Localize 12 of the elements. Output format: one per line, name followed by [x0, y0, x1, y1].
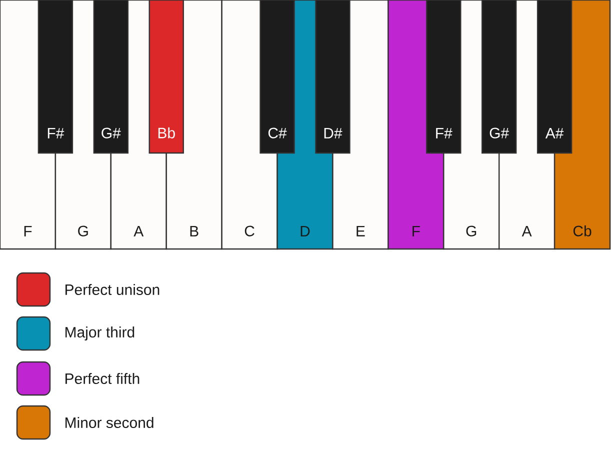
piano-key: F# — [426, 0, 462, 154]
piano-key: C# — [260, 0, 295, 154]
piano-key: G# — [482, 0, 517, 154]
piano-key: A# — [536, 0, 572, 154]
piano-key: G# — [93, 0, 128, 154]
legend-label: Major third — [66, 326, 134, 340]
legend-label: Perfect unison — [66, 284, 160, 296]
legend-label: Perfect fifth — [66, 373, 140, 384]
piano-key: Bb — [148, 0, 184, 154]
legend-label: Minor second — [66, 417, 154, 428]
piano-key: D# — [315, 0, 350, 154]
piano-key: F# — [38, 0, 74, 154]
